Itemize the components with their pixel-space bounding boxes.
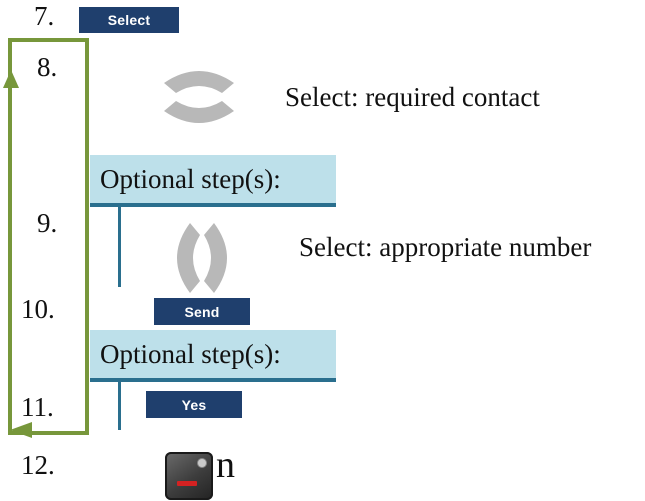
optional-steps-banner-2: Optional step(s): xyxy=(90,330,336,382)
step-number-8: 8. xyxy=(37,52,58,82)
up-down-nav-icon[interactable] xyxy=(160,59,238,135)
end-key-label: n xyxy=(216,444,235,486)
end-key-red-dash xyxy=(177,481,197,486)
step-number-10: 10. xyxy=(21,294,55,324)
send-softkey-button[interactable]: Send xyxy=(154,298,250,325)
yes-softkey-button[interactable]: Yes xyxy=(146,391,242,418)
left-right-nav-icon[interactable] xyxy=(164,219,240,297)
optional-steps-banner-1: Optional step(s): xyxy=(90,155,336,207)
select-softkey-button[interactable]: Select xyxy=(79,7,179,33)
loop-left-arrow-icon xyxy=(10,422,32,438)
step-number-11: 11. xyxy=(21,392,54,422)
optional-steps-bracket-1 xyxy=(118,207,121,287)
step-number-7: 7. xyxy=(34,1,55,31)
end-call-key-icon[interactable] xyxy=(165,452,213,500)
repeat-loop-bracket xyxy=(8,38,89,435)
step-number-12: 12. xyxy=(21,450,55,480)
loop-up-arrow-icon xyxy=(3,70,19,88)
end-key-dot xyxy=(197,458,207,468)
step-number-9: 9. xyxy=(37,208,58,238)
step-9-description: Select: appropriate number xyxy=(299,232,592,262)
step-8-description: Select: required contact xyxy=(285,82,540,112)
optional-steps-bracket-2 xyxy=(118,382,121,430)
